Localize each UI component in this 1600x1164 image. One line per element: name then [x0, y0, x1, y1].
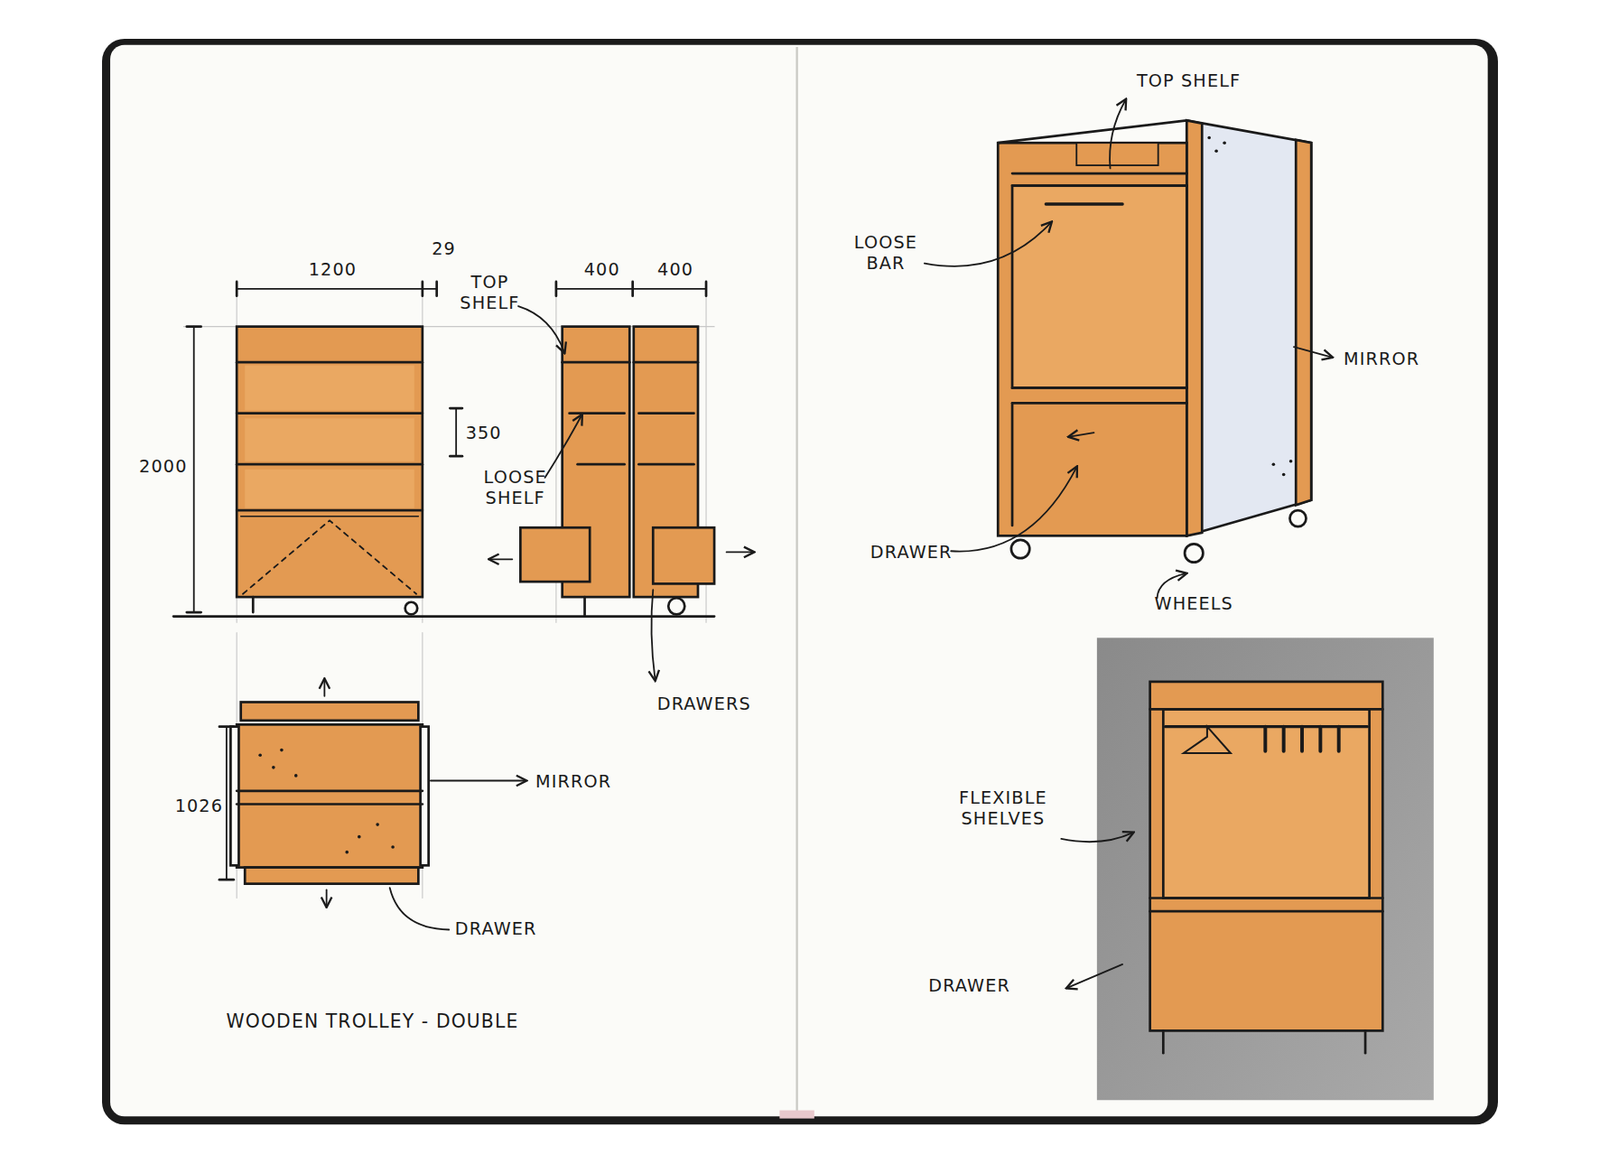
annotation-label: TOP SHELF	[1136, 71, 1241, 92]
annotation-label: 1200	[308, 260, 357, 280]
annotation-label: LOOSE SHELF	[479, 467, 551, 508]
annotation-label: DRAWER	[455, 919, 538, 940]
annotation-label: MIRROR	[1343, 349, 1420, 370]
annotation-label: MIRROR	[535, 772, 612, 792]
annotation-label: 400	[657, 260, 694, 280]
annotation-label: TOP SHELF	[459, 272, 521, 313]
annotation-label: DRAWER	[870, 542, 953, 563]
annotation-label: LOOSE BAR	[849, 232, 921, 273]
sketch-caption: WOODEN TROLLEY - DOUBLE	[226, 1011, 520, 1033]
annotation-label: 1026	[175, 796, 224, 817]
annotation-label: 350	[465, 423, 503, 444]
annotation-label: 29	[431, 239, 456, 260]
annotation-label: WHEELS	[1154, 594, 1234, 614]
annotation-label: 2000	[139, 457, 187, 478]
annotation-label: DRAWER	[928, 976, 1011, 996]
annotation-label: 400	[584, 260, 621, 280]
annotation-label: FLEXIBLE SHELVES	[951, 788, 1054, 828]
annotation-label: DRAWERS	[657, 694, 752, 715]
